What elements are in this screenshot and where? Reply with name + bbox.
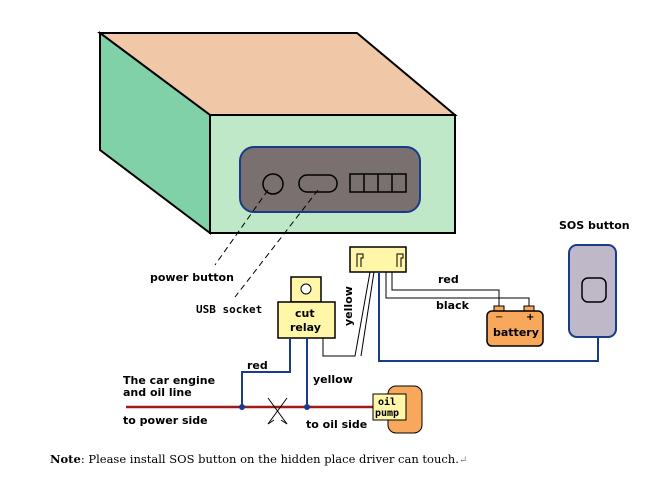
harness-connector: [349, 246, 407, 273]
power-button-leader: [214, 189, 269, 266]
oil-pump-label-1: oil: [378, 396, 396, 408]
cut-relay-label-1: cut: [295, 307, 315, 320]
engine-label-2: and oil line: [123, 386, 192, 399]
usb-socket: [298, 174, 338, 193]
usb-socket-label: USB socket: [196, 303, 262, 316]
installation-note: Note: Please install SOS button on the h…: [50, 452, 650, 466]
battery: − + battery: [486, 305, 544, 347]
return-mark: ↵: [458, 455, 468, 466]
battery-label: battery: [493, 326, 539, 339]
oil-pump: oil pump: [372, 385, 423, 434]
wire-yellow-to-relay: [322, 271, 371, 357]
oil-pump-label-2: pump: [375, 408, 399, 419]
wire-black-to-battery: [385, 272, 530, 307]
wire-yellow-relay-label: yellow: [313, 373, 353, 386]
tracker-box: [96, 31, 458, 236]
usb-socket-leader: [234, 189, 319, 298]
battery-plus: +: [526, 312, 534, 323]
battery-minus: −: [495, 312, 503, 323]
cut-relay-label-2: relay: [290, 321, 321, 334]
sos-button: [581, 277, 607, 303]
power-side-label: to power side: [123, 414, 208, 427]
note-title: Note: [50, 452, 81, 466]
sos-button-device: [568, 244, 617, 338]
oil-line-junction-left: [239, 404, 245, 410]
wire-yellow-vertical-label: yellow: [342, 286, 355, 326]
note-text: : Please install SOS button on the hidde…: [80, 452, 459, 466]
oil-side-label: to oil side: [306, 418, 367, 431]
engine-label-1: The car engine: [123, 374, 215, 387]
cut-relay: cut relay: [277, 276, 336, 339]
wire-sos: [378, 272, 599, 362]
sos-button-label: SOS button: [559, 219, 630, 232]
cut-mark: [267, 397, 288, 425]
power-button: [262, 173, 284, 195]
wire-yellow-to-relay-2: [360, 271, 375, 357]
oil-line-junction-right: [304, 404, 310, 410]
power-button-label: power button: [150, 271, 234, 284]
wire-red-label-battery: red: [438, 273, 459, 286]
connector-port: [349, 173, 407, 193]
wire-red-relay-label: red: [247, 359, 268, 372]
wire-black-label: black: [436, 299, 470, 312]
wire-red-relay: [241, 338, 291, 407]
